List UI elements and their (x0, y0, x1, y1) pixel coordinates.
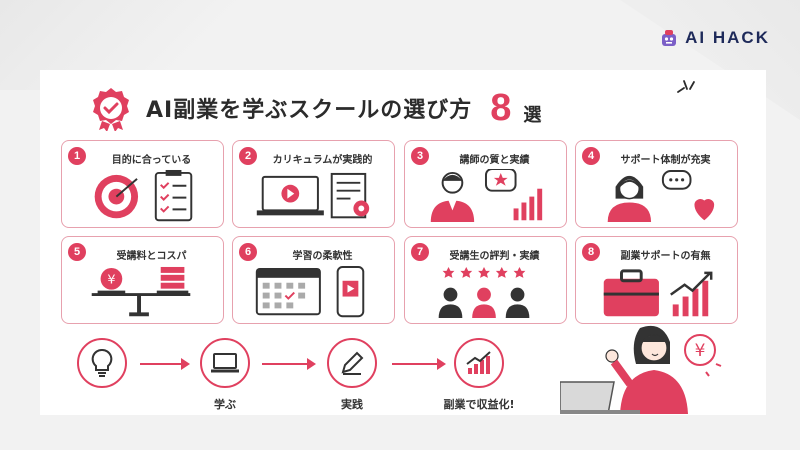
card-label: 講師の質と実績 (459, 155, 530, 166)
laptop-icon (211, 353, 239, 373)
card-number: 3 (411, 147, 429, 165)
card-4: 4 サポート体制が充実 (575, 140, 738, 228)
teacher-chart-icon (430, 169, 543, 223)
card-label: 目的に合っている (111, 155, 192, 166)
flow-arrow (140, 358, 190, 370)
pencil-icon (341, 351, 364, 375)
card-number: 1 (68, 147, 86, 165)
flow-label: 学ぶ (214, 398, 236, 411)
flow-arrow (392, 358, 446, 370)
flow-label: 副業で収益化! (443, 398, 515, 411)
card-number: 7 (411, 243, 429, 261)
lightbulb-icon (91, 348, 113, 377)
growth-chart-icon (466, 351, 491, 374)
flow-circle (454, 338, 504, 388)
title-suffix: 選 (523, 105, 542, 126)
card-1: 1 目的に合っている (61, 140, 224, 228)
card-label: カリキュラムが実践的 (272, 155, 373, 166)
woman-laptop-illustration: ¥ (560, 325, 722, 414)
balance-scale-icon: ¥ (91, 266, 191, 317)
card-label: 副業サポートの有無 (620, 251, 711, 262)
flow-circle (200, 338, 250, 388)
flow-step-practice: 実践 (327, 338, 377, 412)
card-number: 8 (582, 243, 600, 261)
laptop-video-icon (256, 172, 370, 219)
rating-people-icon (438, 266, 530, 319)
card-number: 6 (239, 243, 257, 261)
card-8: 8 副業サポートの有無 (575, 236, 738, 324)
title-row: AI副業を学ぶスクールの選び方 8 選 (88, 85, 541, 131)
card-5: 5 受講料とコスパ ¥ (61, 236, 224, 324)
card-7: 7 受講生の評判・実績 (404, 236, 567, 324)
card-label: 受講生の評判・実績 (449, 251, 540, 262)
target-checklist-icon (94, 169, 193, 222)
title-number: 8 (490, 86, 512, 129)
robot-logo-icon (662, 30, 677, 46)
calendar-phone-icon (255, 265, 365, 318)
brand-name: AI HACK (685, 28, 770, 47)
card-2: 2 カリキュラムが実践的 (232, 140, 395, 228)
award-badge-icon (93, 88, 129, 131)
svg-text:¥: ¥ (107, 273, 115, 288)
card-label: 学習の柔軟性 (292, 251, 353, 262)
card-number: 4 (582, 147, 600, 165)
brand-logo: AI HACK (659, 28, 770, 48)
briefcase-growth-icon (603, 269, 713, 317)
flow-step-learn: 学ぶ (200, 338, 250, 412)
flow-circle (327, 338, 377, 388)
flow-step-earn: 副業で収益化! (434, 338, 524, 412)
card-number: 5 (68, 243, 86, 261)
flow-step-idea (77, 338, 127, 396)
card-3: 3 講師の質と実績 (404, 140, 567, 228)
sparkle-icon (677, 80, 695, 93)
card-label: 受講料とコスパ (116, 251, 187, 262)
support-operator-icon (607, 169, 715, 223)
flow-arrow (262, 358, 316, 370)
flow-label: 実践 (341, 398, 363, 411)
card-label: サポート体制が充実 (620, 155, 711, 166)
page-title: AI副業を学ぶスクールの選び方 (146, 98, 473, 123)
card-number: 2 (239, 147, 257, 165)
currency-symbol: ¥ (695, 341, 706, 361)
flow-circle (77, 338, 127, 388)
card-6: 6 学習の柔軟性 (232, 236, 395, 324)
